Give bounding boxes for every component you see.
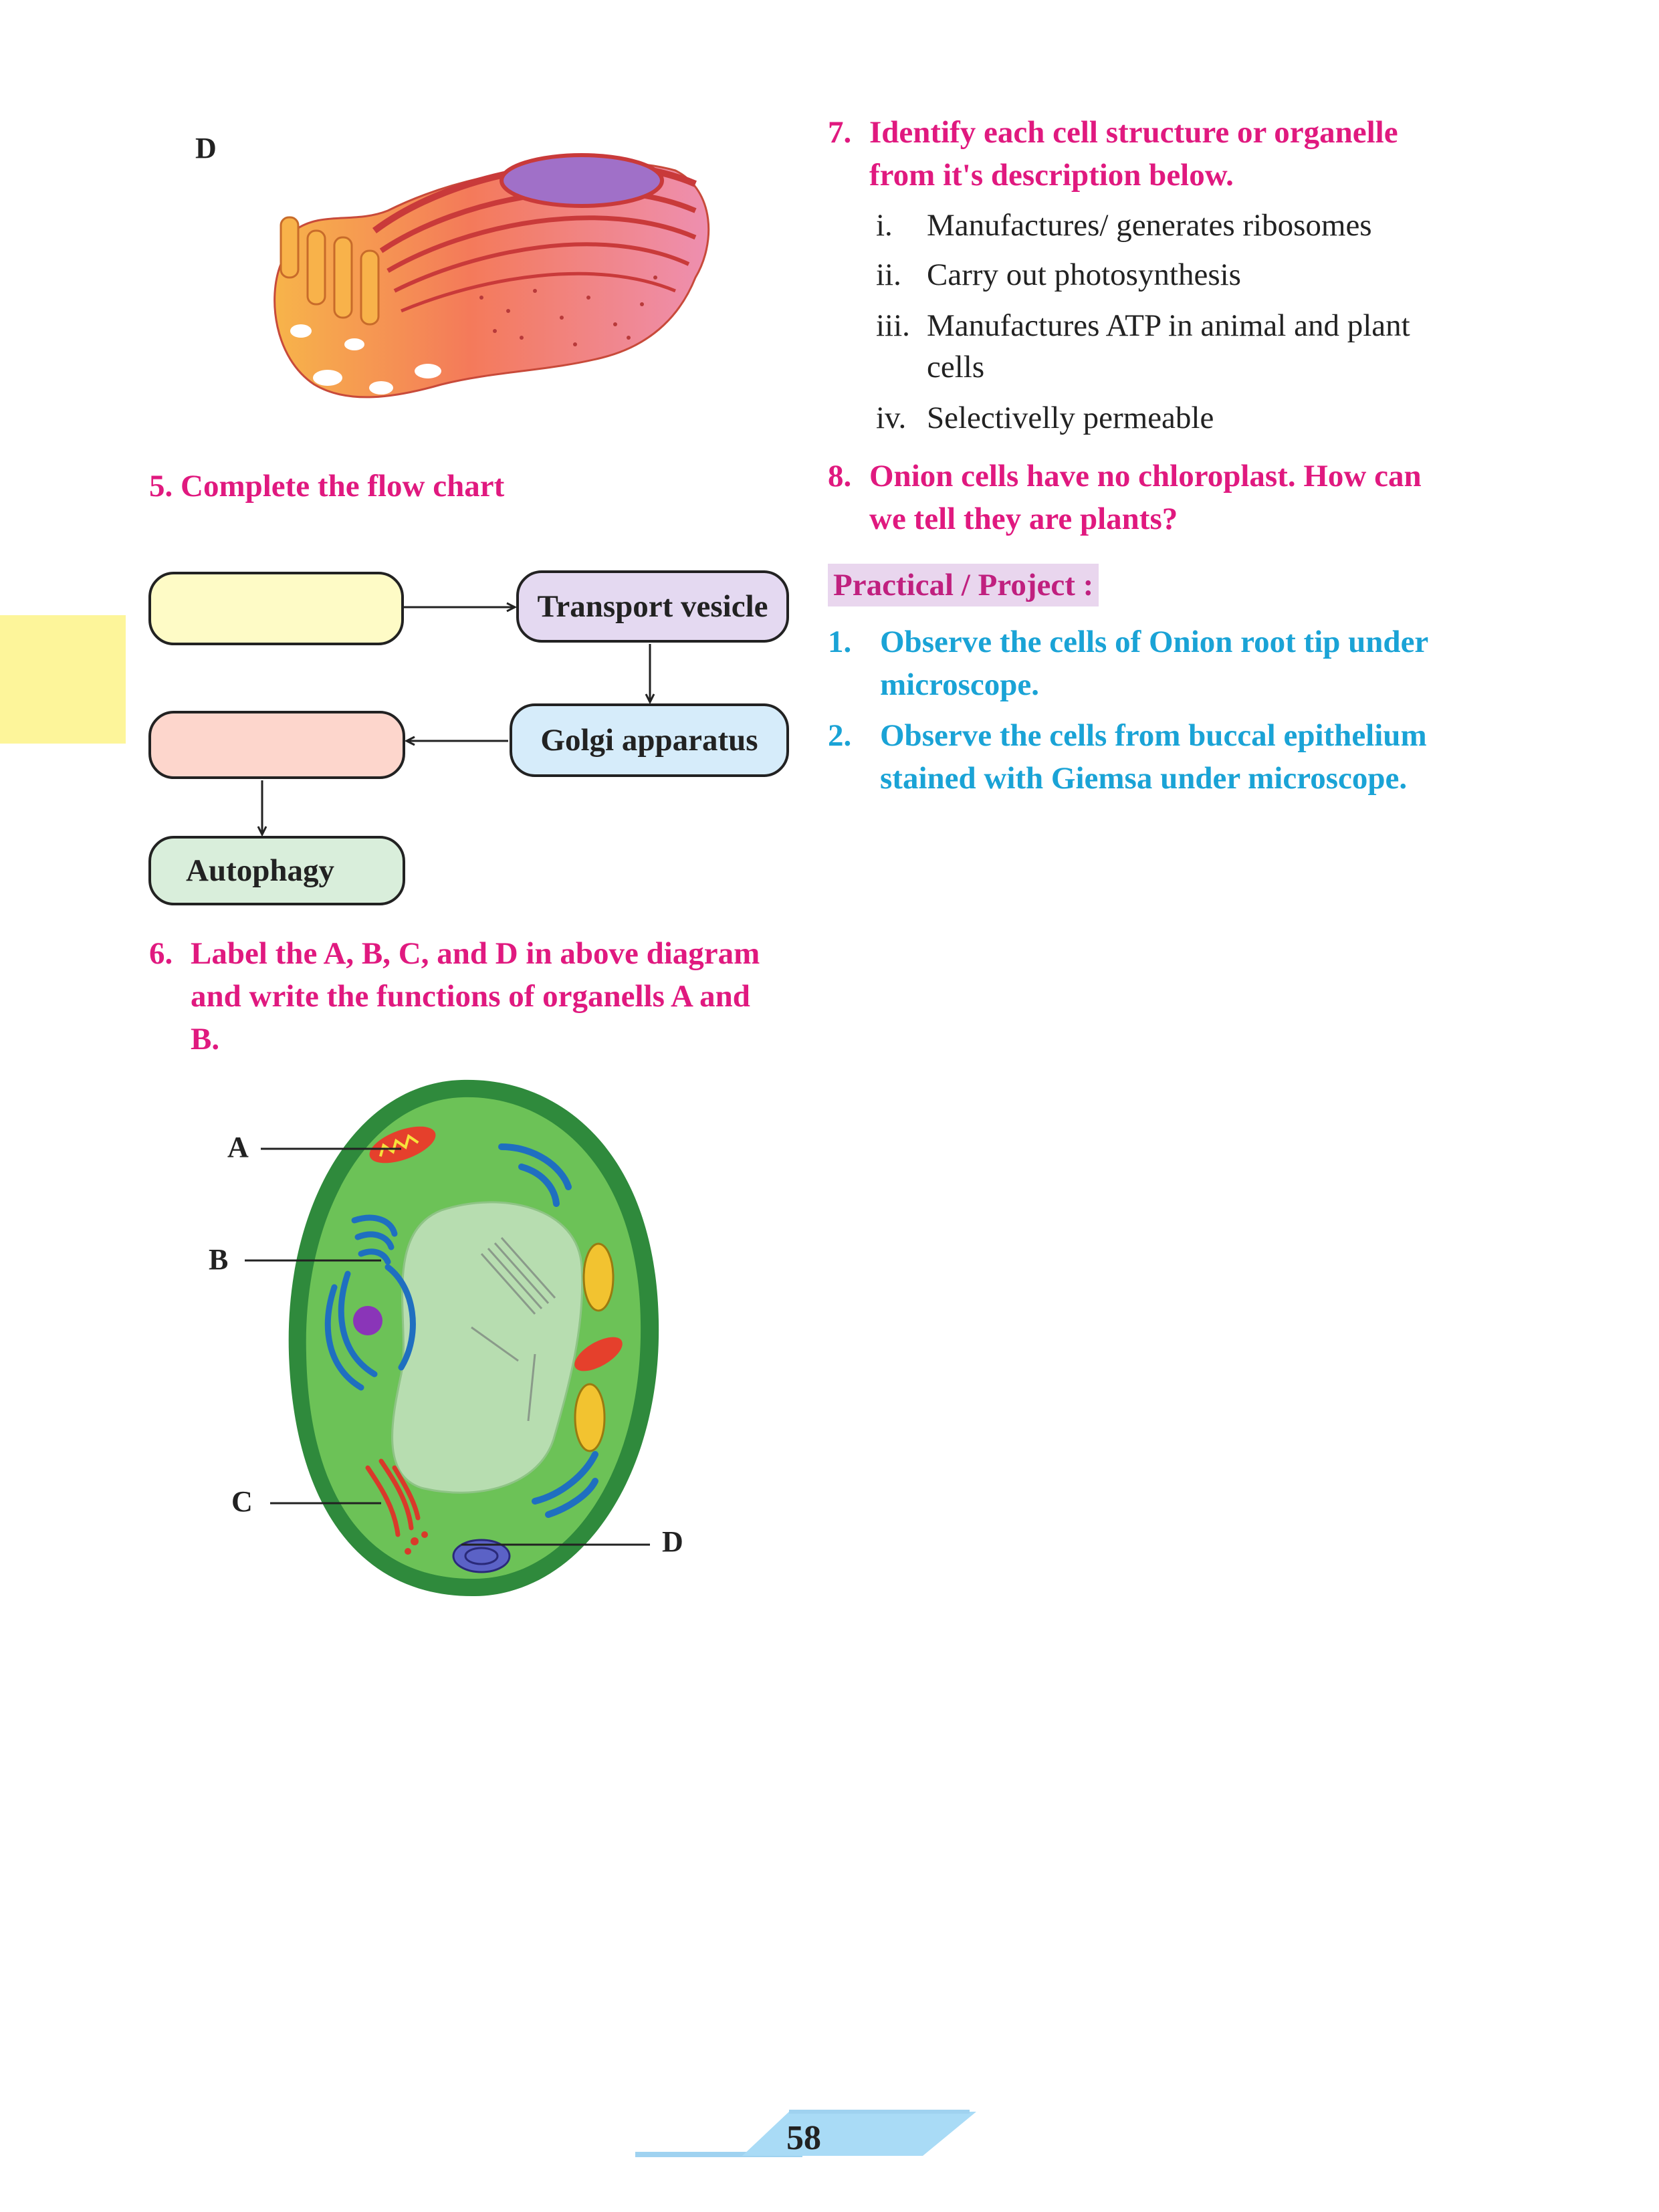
q7-item-3-text: Manufactures ATP in animal and plant: [927, 308, 1410, 343]
cell-label-d: D: [662, 1525, 683, 1558]
q7-item-4: iv. Selectivelly permeable: [876, 397, 1612, 439]
organelle-figure-label: D: [195, 132, 217, 164]
practical-heading: Practical / Project :: [828, 564, 1099, 606]
q7-item-4-num: iv.: [876, 401, 907, 435]
q6: 6. Label the A, B, C, and D in above dia…: [149, 932, 818, 1066]
q7-item-1-text: Manufactures/ generates ribosomes: [927, 208, 1372, 243]
cell-label-a: A: [227, 1131, 249, 1164]
q7-item-3-text-cont: cells: [927, 350, 985, 384]
q7-number: 7.: [828, 115, 852, 150]
q8-line-2: we tell they are plants?: [869, 502, 1178, 536]
flowchart-box-4: [148, 711, 405, 779]
practical-item-1-line-1: Observe the cells of Onion root tip unde…: [880, 625, 1429, 659]
cell-label-c: C: [231, 1485, 253, 1518]
page-number-banner: [635, 2110, 976, 2157]
q7-item-3: iii. Manufactures ATP in animal and plan…: [876, 304, 1612, 347]
practical-item-1-line-2: microscope.: [880, 667, 1039, 702]
page-number: 58: [786, 2119, 821, 2157]
practical-item-2: 2. Observe the cells from buccal epithel…: [828, 714, 1597, 808]
q6-line-2: and write the functions of organells A a…: [191, 979, 750, 1014]
q8-line-1: Onion cells have no chloroplast. How can: [869, 459, 1422, 493]
q7: 7. Identify each cell structure or organ…: [828, 111, 1597, 205]
plant-cell-diagram: [288, 1079, 659, 1597]
q6-line-1: Label the A, B, C, and D in above diagra…: [191, 936, 760, 971]
q7-item-1: i. Manufactures/ generates ribosomes: [876, 204, 1612, 247]
flowchart-box-1: [148, 572, 404, 645]
q7-item-2: ii. Carry out photosynthesis: [876, 253, 1612, 296]
practical-item-2-num: 2.: [828, 718, 852, 753]
q7-line-1: Identify each cell structure or organell…: [869, 115, 1398, 150]
practical-item-1: 1. Observe the cells of Onion root tip u…: [828, 621, 1597, 714]
q7-item-3-num: iii.: [876, 308, 910, 343]
practical-item-1-num: 1.: [828, 625, 852, 659]
practical-item-2-line-1: Observe the cells from buccal epithelium: [880, 718, 1427, 753]
flowchart-box-golgi-apparatus: Golgi apparatus: [510, 703, 789, 777]
q7-item-3-cont: cells: [876, 346, 1612, 389]
q7-item-2-text: Carry out photosynthesis: [927, 257, 1241, 292]
flowchart-box-transport-vesicle: Transport vesicle: [516, 570, 789, 643]
q5-title: 5. Complete the flow chart: [149, 469, 505, 504]
q7-item-4-text: Selectivelly permeable: [927, 401, 1214, 435]
q7-items: i. Manufactures/ generates ribosomes ii.…: [876, 204, 1612, 445]
q6-number: 6.: [149, 936, 173, 971]
q8: 8. Onion cells have no chloroplast. How …: [828, 455, 1597, 548]
q8-number: 8.: [828, 459, 852, 493]
q6-line-3: B.: [191, 1022, 220, 1057]
flowchart-box-autophagy: Autophagy: [148, 836, 405, 905]
side-tab: [0, 615, 126, 744]
q7-item-2-num: ii.: [876, 257, 901, 292]
organelle-illustration: [273, 153, 710, 399]
q7-item-1-num: i.: [876, 208, 893, 243]
q7-line-2: from it's description below.: [869, 158, 1234, 193]
cell-label-b: B: [209, 1243, 229, 1276]
practical-item-2-line-2: stained with Giemsa under microscope.: [880, 761, 1408, 796]
